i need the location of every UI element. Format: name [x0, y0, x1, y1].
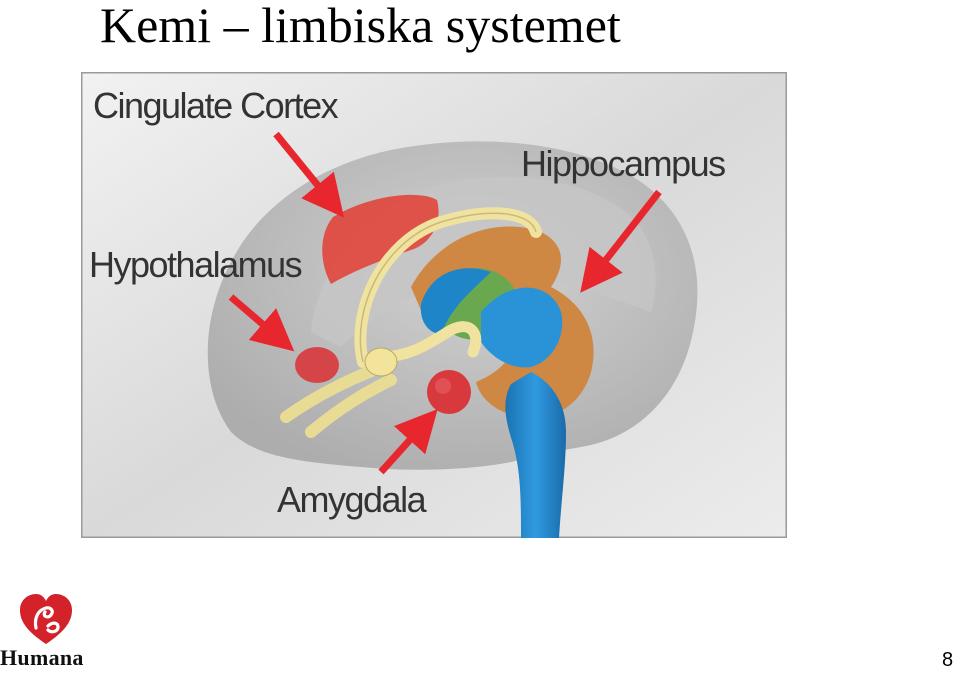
amygdala-region	[427, 370, 471, 414]
logo-text: Humana	[0, 645, 84, 670]
brainstem	[505, 372, 566, 538]
arrow-cingulate-cortex	[273, 131, 345, 218]
label-hypothalamus: Hypothalamus	[89, 244, 302, 285]
page-number: 8	[942, 649, 954, 671]
arrow-hippocampus	[580, 189, 662, 293]
arrow-amygdala	[378, 408, 438, 475]
fornix-left-tract-2	[305, 374, 397, 438]
label-amygdala: Amygdala	[277, 479, 428, 520]
arrow-hypothalamus	[228, 294, 295, 352]
label-hippocampus: Hippocampus	[521, 143, 725, 184]
midbrain-region	[481, 287, 563, 368]
cingulate-cortex-region	[322, 194, 439, 284]
ventricle-region	[420, 268, 491, 334]
fornix-lower	[375, 321, 482, 363]
hypothalamus-region	[295, 347, 339, 383]
slide-title: Kemi – limbiska systemet	[100, 0, 621, 53]
limbic-system-diagram: Cingulate Cortex Hippocampus Hypothalamu…	[81, 72, 787, 538]
humana-heart-logo-icon	[20, 594, 72, 644]
mammillary-body	[364, 347, 398, 377]
humana-logo: Humana	[0, 588, 100, 674]
label-cingulate-cortex: Cingulate Cortex	[93, 85, 339, 126]
